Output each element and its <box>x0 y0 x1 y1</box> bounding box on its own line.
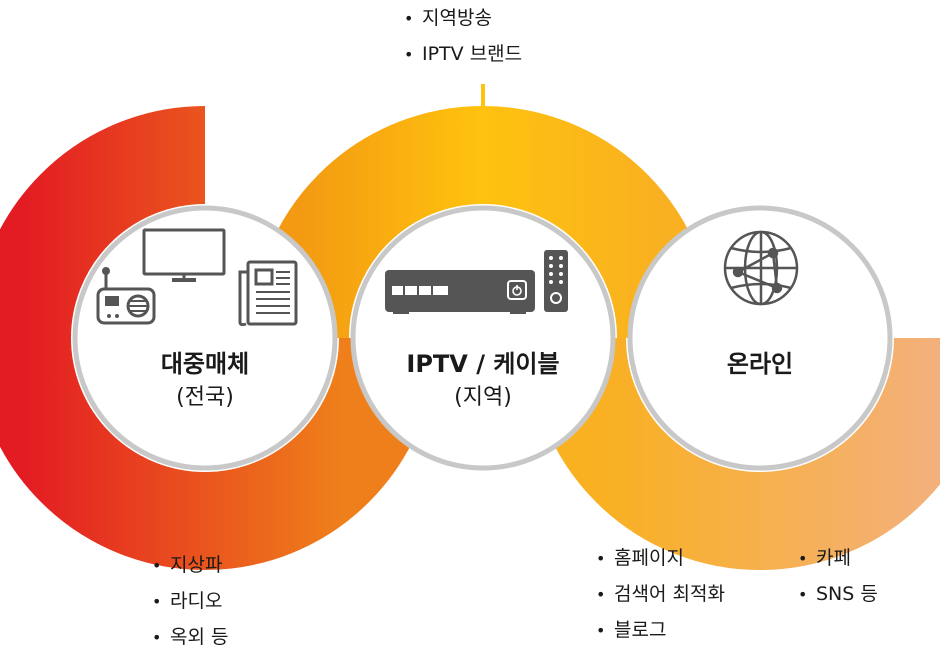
list-item: 라디오 <box>152 583 228 619</box>
stage-1-bullets: 지상파 라디오 옥외 등 <box>152 547 228 655</box>
radio-icon <box>96 267 156 325</box>
globe-network-icon <box>723 230 799 306</box>
stage-3-bullets-right: 카페 SNS 등 <box>798 540 878 612</box>
monitor-icon <box>142 228 226 282</box>
list-item: 지역방송 <box>404 0 522 36</box>
stage-1-title: 대중매체 <box>160 350 250 378</box>
ring-arc-1 <box>0 106 437 570</box>
list-item: 블로그 <box>596 612 725 648</box>
newspaper-icon <box>238 260 298 327</box>
stage-3-title: 온라인 <box>726 350 794 378</box>
stage-2-title: IPTV / 케이블 <box>406 350 560 378</box>
stage-circle-2 <box>350 205 616 471</box>
stage-3-label: 온라인 <box>660 344 860 379</box>
list-item: 지상파 <box>152 547 228 583</box>
stage-1-subtitle: (전국) <box>176 385 234 410</box>
list-item: SNS 등 <box>798 576 878 612</box>
stage-1-label: 대중매체 (전국) <box>105 344 305 411</box>
ring-arc-2 <box>251 106 715 340</box>
ring-arc-3 <box>528 336 940 571</box>
stage-circle-3 <box>627 205 893 471</box>
list-item: 옥외 등 <box>152 619 228 655</box>
stage-2-label: IPTV / 케이블 (지역) <box>383 344 583 411</box>
stage-circle-1 <box>72 205 338 471</box>
list-item: 검색어 최적화 <box>596 576 725 612</box>
remote-control-icon <box>544 250 568 312</box>
list-item: IPTV 브랜드 <box>404 36 522 72</box>
stage-3-bullets-left: 홈페이지 검색어 최적화 블로그 <box>596 540 725 648</box>
list-item: 카페 <box>798 540 878 576</box>
list-item: 홈페이지 <box>596 540 725 576</box>
settop-box-icon <box>385 270 535 314</box>
stage-2-subtitle: (지역) <box>454 385 512 410</box>
stage-2-bullets: 지역방송 IPTV 브랜드 <box>404 0 522 72</box>
